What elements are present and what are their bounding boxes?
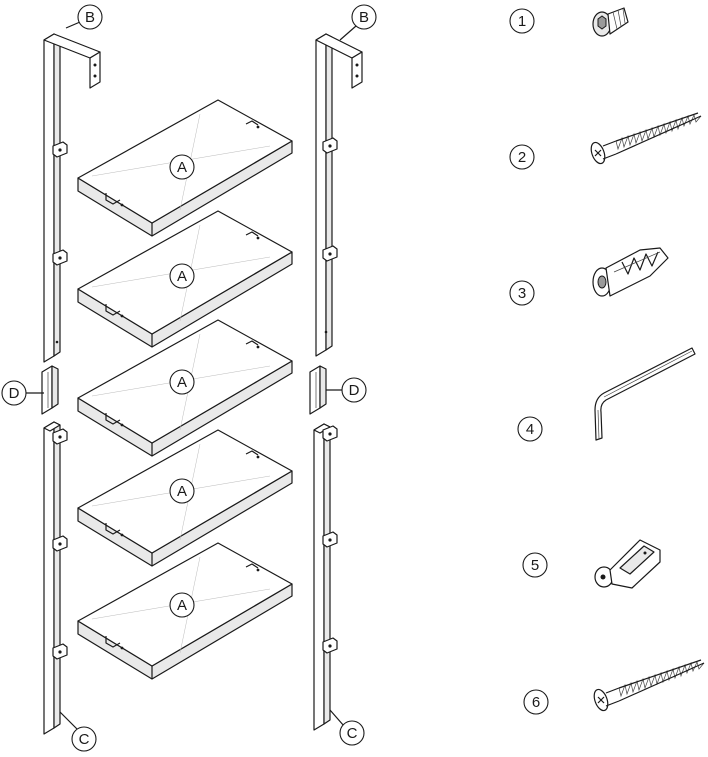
part-label-a-4: A [170, 479, 194, 503]
hardware-number: 1 [518, 13, 526, 30]
part-letter: A [177, 268, 187, 285]
part-letter: A [177, 597, 187, 614]
part-label-b-left: B [78, 5, 102, 29]
part-letter: B [85, 9, 95, 26]
hex-bolt-icon [593, 8, 628, 36]
hardware-5: 5 [523, 553, 547, 577]
part-letter: D [9, 385, 20, 402]
part-letter: A [177, 374, 187, 391]
wall-plug-icon [593, 248, 668, 296]
hardware-6: 6 [524, 690, 548, 714]
wood-screw-icon [589, 113, 701, 165]
part-label-a-2: A [170, 264, 194, 288]
part-letter: C [347, 725, 358, 742]
left-connector [42, 366, 58, 414]
hardware-number: 2 [518, 149, 526, 166]
hardware-4: 4 [518, 417, 542, 441]
part-label-c-left: C [72, 727, 96, 751]
part-label-d-left: D [2, 381, 26, 405]
part-label-a-5: A [170, 593, 194, 617]
hardware-number: 3 [518, 285, 526, 302]
part-label-b-right: B [352, 5, 376, 29]
part-letter: B [359, 9, 369, 26]
wood-screw-icon [592, 660, 704, 712]
part-label-a-3: A [170, 370, 194, 394]
part-letter: A [177, 159, 187, 176]
hardware-number: 5 [531, 557, 539, 574]
part-letter: C [79, 731, 90, 748]
anti-tip-bracket-icon [595, 540, 660, 588]
right-connector [310, 366, 326, 414]
right-lower-upright [314, 424, 337, 730]
right-upper-upright [316, 34, 362, 356]
hardware-1: 1 [510, 9, 534, 33]
part-label-c-right: C [340, 721, 364, 745]
part-letter: A [177, 483, 187, 500]
part-letter: D [349, 382, 360, 399]
allen-key-icon [595, 348, 695, 440]
left-lower-upright [44, 422, 67, 734]
hardware-2: 2 [510, 145, 534, 169]
hardware-3: 3 [510, 281, 534, 305]
hardware-number: 4 [526, 421, 534, 438]
part-label-a-1: A [170, 155, 194, 179]
part-label-d-right: D [342, 378, 366, 402]
hardware-number: 6 [532, 694, 540, 711]
